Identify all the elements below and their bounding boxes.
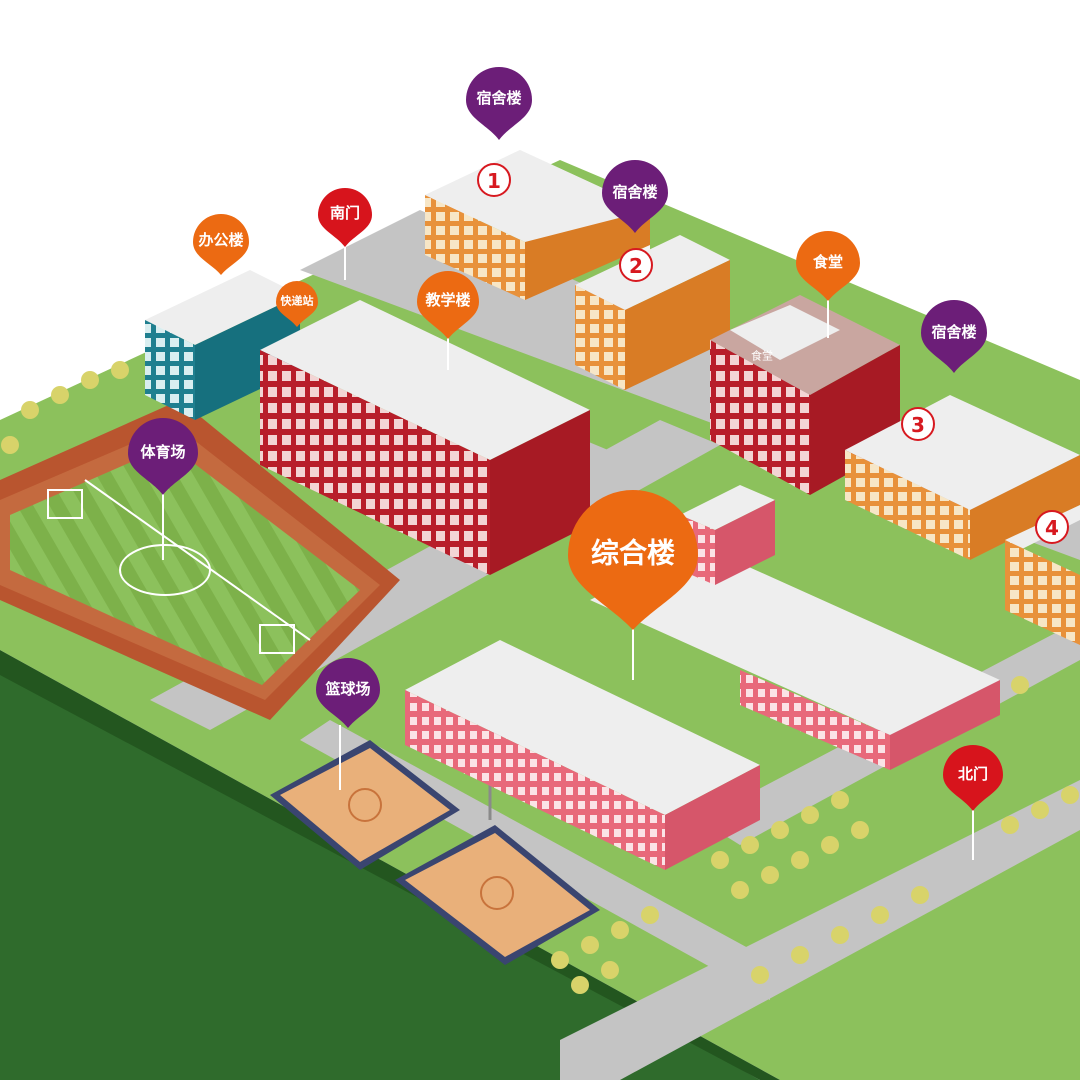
pin-teaching[interactable]: 教学楼 bbox=[417, 271, 479, 339]
goal-icon bbox=[259, 624, 295, 654]
svg-text:3: 3 bbox=[911, 413, 925, 437]
pin-label: 篮球场 bbox=[324, 680, 370, 698]
pin-label: 综合楼 bbox=[591, 537, 675, 570]
dorm-building-2 bbox=[575, 235, 730, 390]
goal-icon bbox=[47, 489, 83, 519]
pin-stadium[interactable]: 体育场 bbox=[128, 418, 198, 495]
trees bbox=[1, 361, 1079, 994]
pin-label: 宿舍楼 bbox=[476, 89, 521, 107]
pin-complex[interactable]: 综合楼 bbox=[568, 490, 698, 630]
pin-basketball[interactable]: 篮球场 bbox=[316, 658, 380, 728]
complex-building bbox=[405, 485, 1000, 870]
pin-dorm-3[interactable]: 宿舍楼 bbox=[921, 300, 987, 373]
stadium-field bbox=[0, 400, 400, 720]
pin-south-gate[interactable]: 南门 bbox=[318, 188, 372, 247]
pin-express[interactable]: 快递站 bbox=[276, 281, 318, 327]
building-number-3: 3 bbox=[901, 407, 935, 441]
teaching-building bbox=[260, 300, 590, 575]
pin-label: 南门 bbox=[330, 204, 360, 222]
pin-label: 教学楼 bbox=[424, 291, 470, 309]
pin-dorm-2[interactable]: 宿舍楼 bbox=[602, 160, 668, 233]
building-number-2: 2 bbox=[619, 248, 653, 282]
svg-text:1: 1 bbox=[487, 169, 501, 193]
pin-office[interactable]: 办公楼 bbox=[193, 214, 249, 275]
pin-label: 食堂 bbox=[813, 253, 843, 271]
pin-dorm-1[interactable]: 宿舍楼 bbox=[465, 66, 532, 140]
svg-text:食堂: 食堂 bbox=[751, 349, 773, 363]
pin-canteen[interactable]: 食堂 bbox=[796, 231, 860, 301]
office-building bbox=[145, 270, 300, 420]
svg-text:2: 2 bbox=[629, 254, 643, 278]
pin-label: 快递站 bbox=[280, 294, 314, 308]
pin-label: 北门 bbox=[958, 765, 988, 783]
building-number-1: 1 bbox=[477, 163, 511, 197]
svg-text:4: 4 bbox=[1045, 516, 1059, 540]
pin-north-gate[interactable]: 北门 bbox=[943, 745, 1003, 811]
building-number-4: 4 bbox=[1035, 510, 1069, 544]
pin-label: 宿舍楼 bbox=[612, 183, 657, 201]
pin-label: 体育场 bbox=[140, 443, 185, 461]
pin-label: 办公楼 bbox=[198, 231, 243, 249]
pin-label: 宿舍楼 bbox=[931, 323, 976, 341]
canteen-sign: 食堂 bbox=[751, 349, 773, 363]
